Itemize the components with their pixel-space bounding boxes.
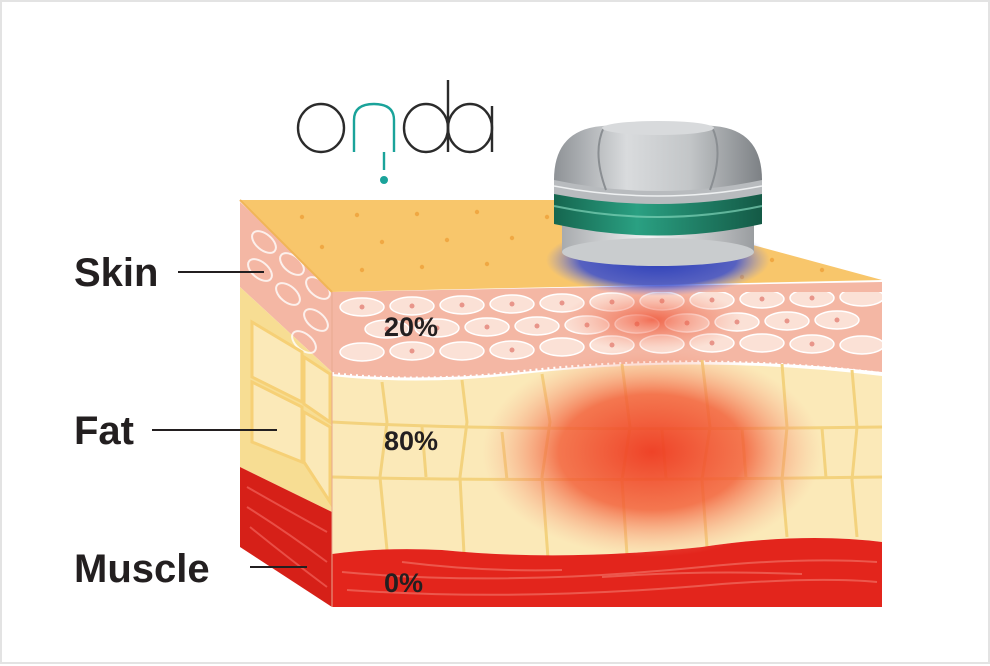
skin-heat-zone — [562, 288, 742, 352]
skin-callout: Skin — [74, 251, 264, 295]
handpiece-applicator — [546, 121, 770, 296]
fat-heat-zone — [482, 347, 822, 557]
muscle-absorption-percent: 0% — [384, 568, 423, 598]
logo-text: onda — [2, 2, 5, 3]
skin-absorption-percent: 20% — [384, 312, 438, 342]
block-left-face — [240, 202, 332, 607]
onda-logo: onda — [2, 2, 494, 184]
skin-label: Skin — [74, 251, 158, 295]
muscle-label: Muscle — [74, 547, 210, 591]
fat-label: Fat — [74, 409, 134, 453]
muscle-callout: Muscle — [74, 547, 307, 591]
block-front-face — [331, 282, 883, 607]
fat-callout: Fat — [74, 409, 277, 453]
fat-absorption-percent: 80% — [384, 426, 438, 456]
